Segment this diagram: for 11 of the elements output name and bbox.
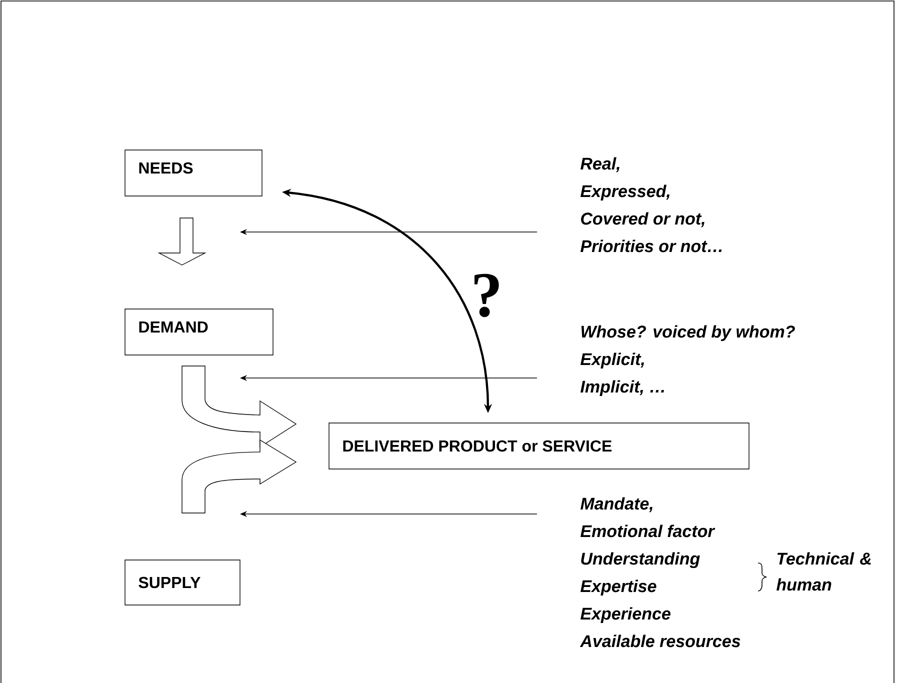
block-arrow <box>182 440 296 514</box>
group-note: Technical & human <box>776 552 871 591</box>
note-text: Real, Expressed, Covered or not, Priorities or not… <box>580 157 722 252</box>
label-box: NEEDS <box>124 150 262 196</box>
label-box: DEMAND <box>124 308 274 356</box>
note-text: Mandate, Emotional factor Understanding Expertise Experience Available resources Technical & human <box>580 497 871 648</box>
label-box: DELIVERED PRODUCT or SERVICE <box>328 422 750 470</box>
label-box: SUPPLY <box>124 560 240 606</box>
note-text: Whose? voiced by whom? Explicit, Implicit, … <box>580 325 795 396</box>
edge-label: ? <box>474 274 499 318</box>
block-arrow <box>158 218 206 266</box>
